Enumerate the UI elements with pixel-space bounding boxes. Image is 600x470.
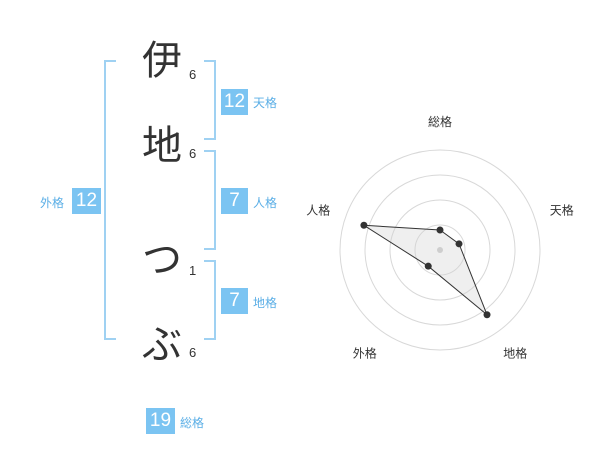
radar-axis-label-3: 地格 [503, 346, 527, 361]
name-char-1: 伊 [142, 38, 182, 84]
chikaku-label: 地格 [253, 296, 278, 310]
radar-axis-label-1: 総格 [428, 114, 452, 129]
jinkaku-badge: 7 [221, 188, 248, 214]
radar-polygon [363, 224, 488, 316]
radar-ring-2 [389, 199, 491, 301]
tenkaku-label: 天格 [253, 96, 278, 110]
gaikaku-bracket [104, 60, 116, 340]
radar-point-4 [424, 262, 432, 270]
stroke-count-4: 6 [189, 345, 197, 360]
stroke-count-3: 1 [189, 263, 197, 278]
name-char-3: つ [142, 237, 182, 283]
soukaku-badge: 19 [146, 408, 175, 434]
radar-ring-4 [339, 149, 541, 351]
radar-axis-label-5: 人格 [306, 202, 330, 217]
name-char-4: ぶ [142, 322, 182, 368]
radar-point-1 [436, 226, 444, 234]
stroke-count-2: 6 [189, 146, 197, 161]
tenkaku-bracket [204, 60, 216, 140]
stroke-count-1: 6 [189, 67, 197, 82]
chikaku-bracket [204, 260, 216, 340]
radar-point-2 [455, 240, 463, 248]
radar-point-5 [360, 221, 368, 229]
radar-ring-1 [414, 224, 466, 276]
radar-center [437, 247, 443, 253]
gaikaku-label: 外格 [40, 196, 65, 210]
jinkaku-label: 人格 [253, 196, 278, 210]
radar-axis-label-4: 外格 [353, 346, 377, 361]
radar-point-3 [483, 311, 491, 319]
tenkaku-badge: 12 [221, 89, 248, 115]
name-char-2: 地 [142, 123, 182, 169]
jinkaku-bracket [204, 150, 216, 250]
radar-axis-label-2: 天格 [550, 202, 574, 217]
soukaku-label: 総格 [180, 416, 205, 430]
chikaku-badge: 7 [221, 288, 248, 314]
radar-ring-3 [364, 174, 516, 326]
gaikaku-badge: 12 [72, 188, 101, 214]
